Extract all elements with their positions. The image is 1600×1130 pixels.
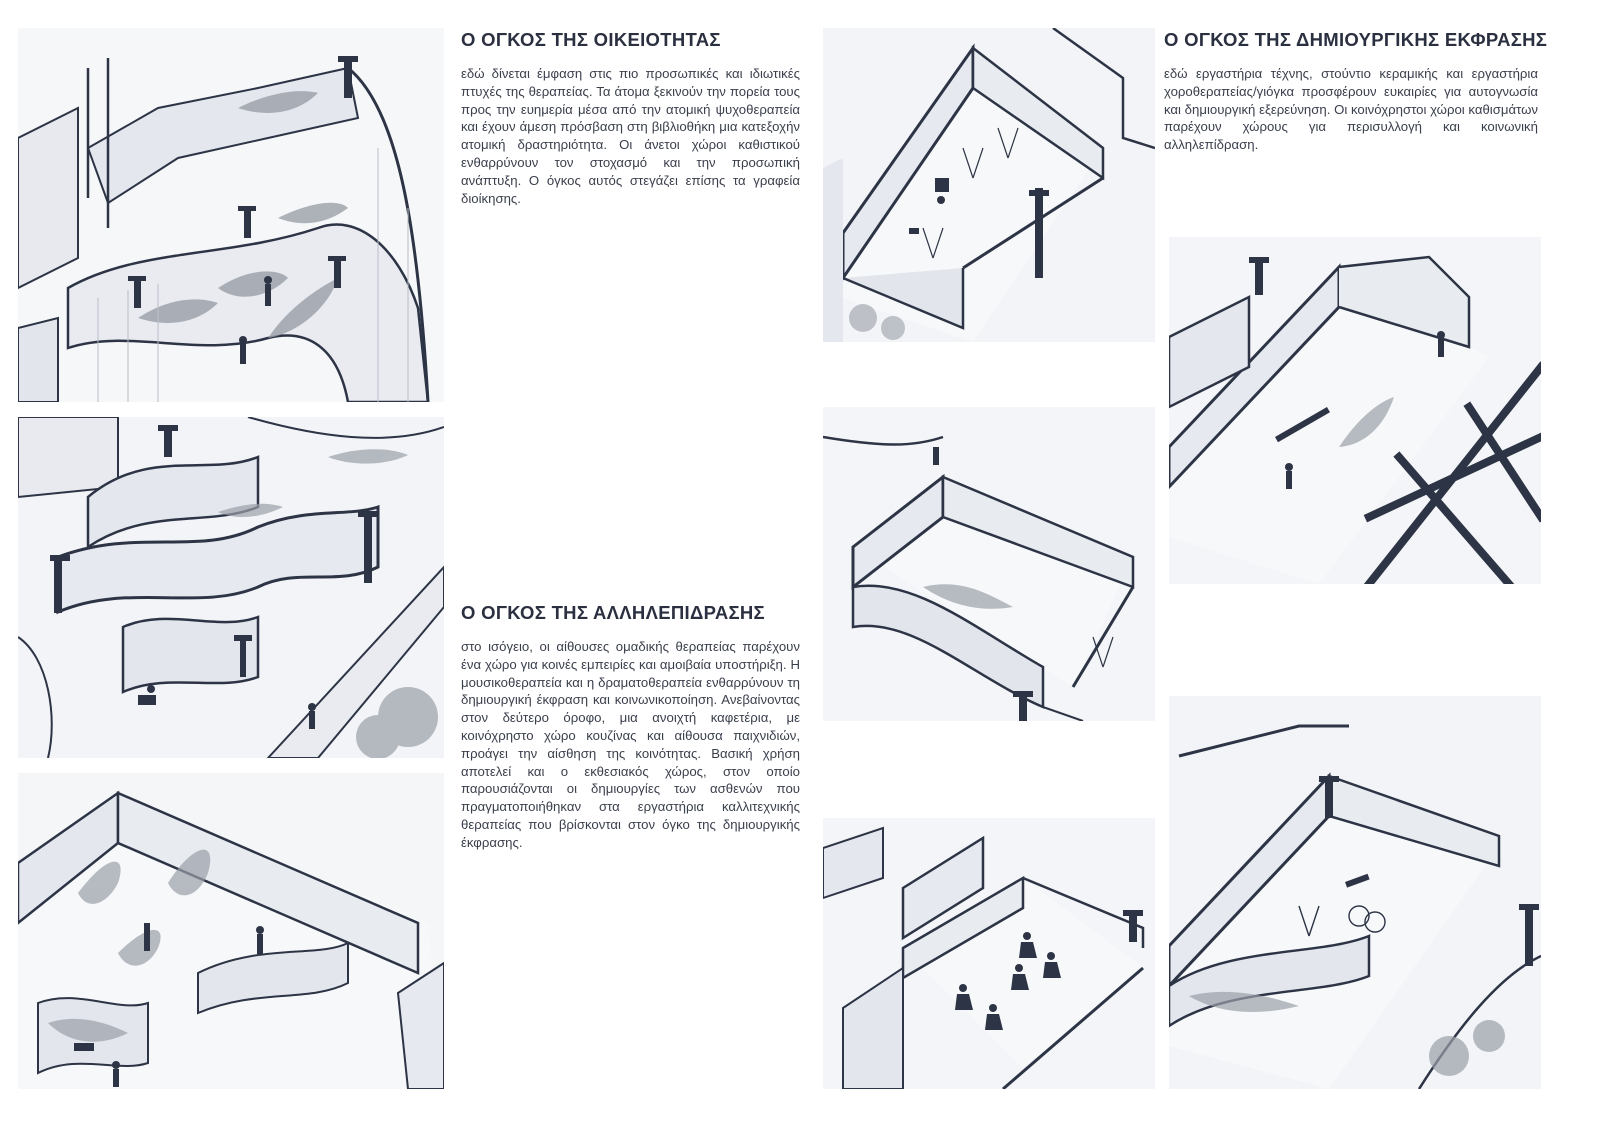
- section-heading: Ο ΟΓΚΟΣ ΤΗΣ ΔΗΜΙΟΥΡΓΙΚΗΣ ΕΚΦΡΑΣΗΣ: [1164, 29, 1548, 50]
- section-interaction: Ο ΟΓΚΟΣ ΤΗΣ ΑΛΛΗΛΕΠΙΔΡΑΣΗΣ στο ισόγειο, …: [461, 602, 800, 852]
- section-creative-expression: Ο ΟΓΚΟΣ ΤΗΣ ΔΗΜΙΟΥΡΓΙΚΗΣ ΕΚΦΡΑΣΗΣ εδώ ερ…: [1164, 29, 1548, 154]
- section-intimacy: Ο ΟΓΚΟΣ ΤΗΣ ΟΙΚΕΙΟΤΗΤΑΣ εδώ δίνεται έμφα…: [461, 29, 800, 207]
- section-heading: Ο ΟΓΚΟΣ ΤΗΣ ΟΙΚΕΙΟΤΗΤΑΣ: [461, 29, 721, 50]
- axonometric-drawing-music-studio: [1169, 696, 1541, 1089]
- section-body: εδώ δίνεται έμφαση στις πιο προσωπικές κ…: [461, 66, 800, 206]
- axonometric-drawing-art-workshop: [823, 28, 1155, 342]
- section-body: εδώ εργαστήρια τέχνης, στούντιο κεραμική…: [1164, 66, 1538, 153]
- axonometric-drawing-interaction-groundfloor: [18, 417, 444, 758]
- section-heading: Ο ΟΓΚΟΣ ΤΗΣ ΑΛΛΗΛΕΠΙΔΡΑΣΗΣ: [461, 602, 765, 623]
- axonometric-drawing-intimacy-upper: [18, 28, 444, 402]
- axonometric-drawing-interaction-exhibition: [18, 773, 444, 1089]
- axonometric-drawing-dance-studio: [823, 818, 1155, 1089]
- axonometric-drawing-ceramics-studio: [1169, 237, 1541, 584]
- axonometric-drawing-music-therapy-room: [823, 407, 1155, 721]
- section-body: στο ισόγειο, οι αίθουσες ομαδικής θεραπε…: [461, 639, 800, 850]
